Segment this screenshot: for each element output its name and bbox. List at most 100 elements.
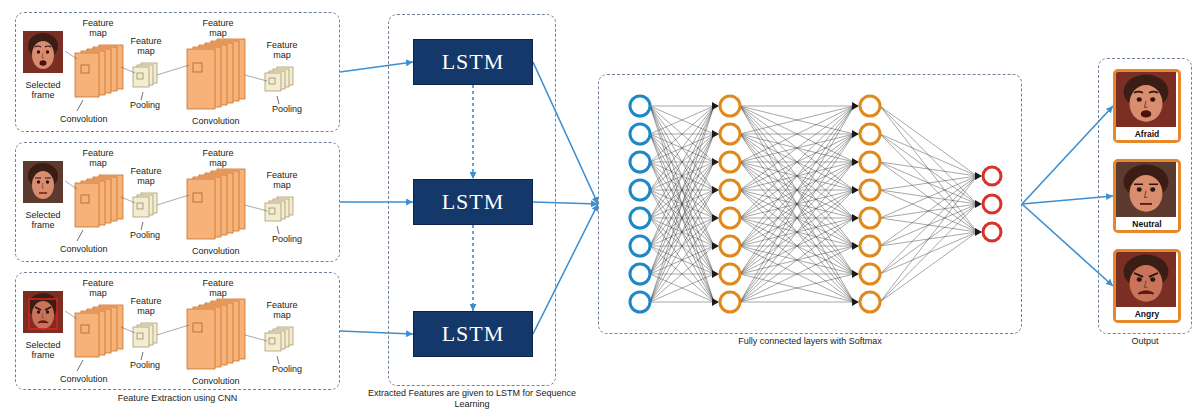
face-eye (37, 50, 40, 53)
kernel-window (193, 193, 202, 202)
weight-line (740, 134, 854, 302)
weight-line (880, 176, 977, 190)
weight-line (880, 176, 977, 218)
flow-arrow (533, 204, 598, 334)
pool-window (137, 203, 143, 209)
panel-caption: Extracted Features are given to LSTM for… (367, 388, 577, 410)
weight-line (650, 274, 714, 302)
neuron (720, 292, 740, 312)
layer-label: Convolution (192, 116, 240, 126)
face-eye (37, 180, 40, 183)
weight-line (880, 106, 977, 176)
layer-label: Feature map (126, 296, 166, 316)
input-arrowhead (712, 214, 719, 222)
weight-line (740, 106, 854, 246)
weight-line (650, 106, 714, 190)
layer-label: Convolution (60, 114, 108, 124)
weight-line (740, 106, 854, 190)
weight-line (650, 302, 714, 303)
layer-label: Feature map (262, 40, 302, 60)
weight-line (740, 106, 854, 190)
layer-label: Feature map (262, 170, 302, 190)
weight-line (880, 176, 977, 274)
face-brow (35, 46, 51, 47)
pool-window (137, 333, 143, 339)
weight-line (650, 246, 714, 302)
layer-label: Selected frame (20, 340, 66, 360)
emotion-face: Afraid (1113, 69, 1181, 143)
layer-label: Convolution (192, 246, 240, 256)
face-brow (1134, 183, 1158, 185)
weight-line (650, 274, 714, 302)
face-nose (1145, 101, 1148, 108)
face-background (1116, 72, 1176, 127)
cnn-panel: Feature mapFeature mapFeature mapFeature… (15, 272, 340, 390)
pooled-map (265, 203, 281, 221)
weight-line (740, 106, 854, 162)
weight-line (740, 106, 854, 302)
flow-arrow (1022, 106, 1113, 204)
weight-line (880, 106, 977, 204)
pooled-map (133, 197, 149, 217)
face-detection-box (29, 299, 57, 329)
layer-label: Selected frame (20, 80, 66, 100)
dense-network (630, 96, 1001, 312)
face-nose (1145, 281, 1148, 288)
section-caption: Feature Extraction using CNN (15, 393, 340, 404)
weight-line (740, 246, 854, 302)
face-eye (1150, 187, 1155, 191)
flow-arrow (533, 202, 598, 204)
flow-arrow (1022, 204, 1113, 286)
face-eye (46, 50, 49, 53)
weight-line (740, 106, 854, 134)
pooled-map (133, 327, 149, 347)
face-picture (23, 161, 63, 203)
layer-label: Pooling (130, 230, 160, 240)
neuron (860, 236, 880, 256)
feature-map (75, 313, 99, 357)
kernel-window (81, 195, 89, 203)
flow-arrow (533, 62, 598, 204)
neuron (630, 96, 650, 116)
pooled-map (133, 67, 149, 87)
cell-label: LSTM (442, 189, 505, 215)
neuron (983, 223, 1001, 241)
neuron (630, 124, 650, 144)
projection-line (65, 51, 267, 81)
flow-arrow (340, 201, 413, 203)
weight-line (740, 106, 854, 274)
layer-label: Pooling (130, 360, 160, 370)
weight-line (740, 106, 854, 218)
input-arrowhead (975, 172, 982, 180)
weight-line (650, 106, 714, 246)
face-mouth (1139, 291, 1154, 294)
face-background (23, 291, 63, 333)
face-nose (42, 313, 44, 318)
weight-line (650, 106, 714, 218)
face-mouth (1140, 203, 1152, 205)
neuron (630, 180, 650, 200)
input-arrowhead (712, 158, 719, 166)
panel-caption: Fully connected layers with Softmax (738, 336, 882, 347)
weight-line (880, 162, 977, 232)
neuron (720, 236, 740, 256)
weight-line (650, 134, 714, 302)
weight-line (740, 274, 854, 302)
face-brow (35, 177, 51, 178)
weight-line (740, 106, 854, 107)
face-picture (23, 291, 63, 333)
input-arrowhead (852, 102, 859, 110)
pool-window (137, 73, 143, 79)
feature-map (187, 309, 215, 369)
weight-line (880, 134, 977, 204)
flow-arrow (340, 62, 413, 72)
input-arrowhead (712, 270, 719, 278)
flow-arrow (472, 85, 474, 179)
face-mouth (39, 192, 47, 193)
flow-arrow (1022, 196, 1113, 204)
face-skin (32, 301, 54, 329)
face-mouth (40, 60, 47, 66)
input-arrowhead (712, 242, 719, 250)
